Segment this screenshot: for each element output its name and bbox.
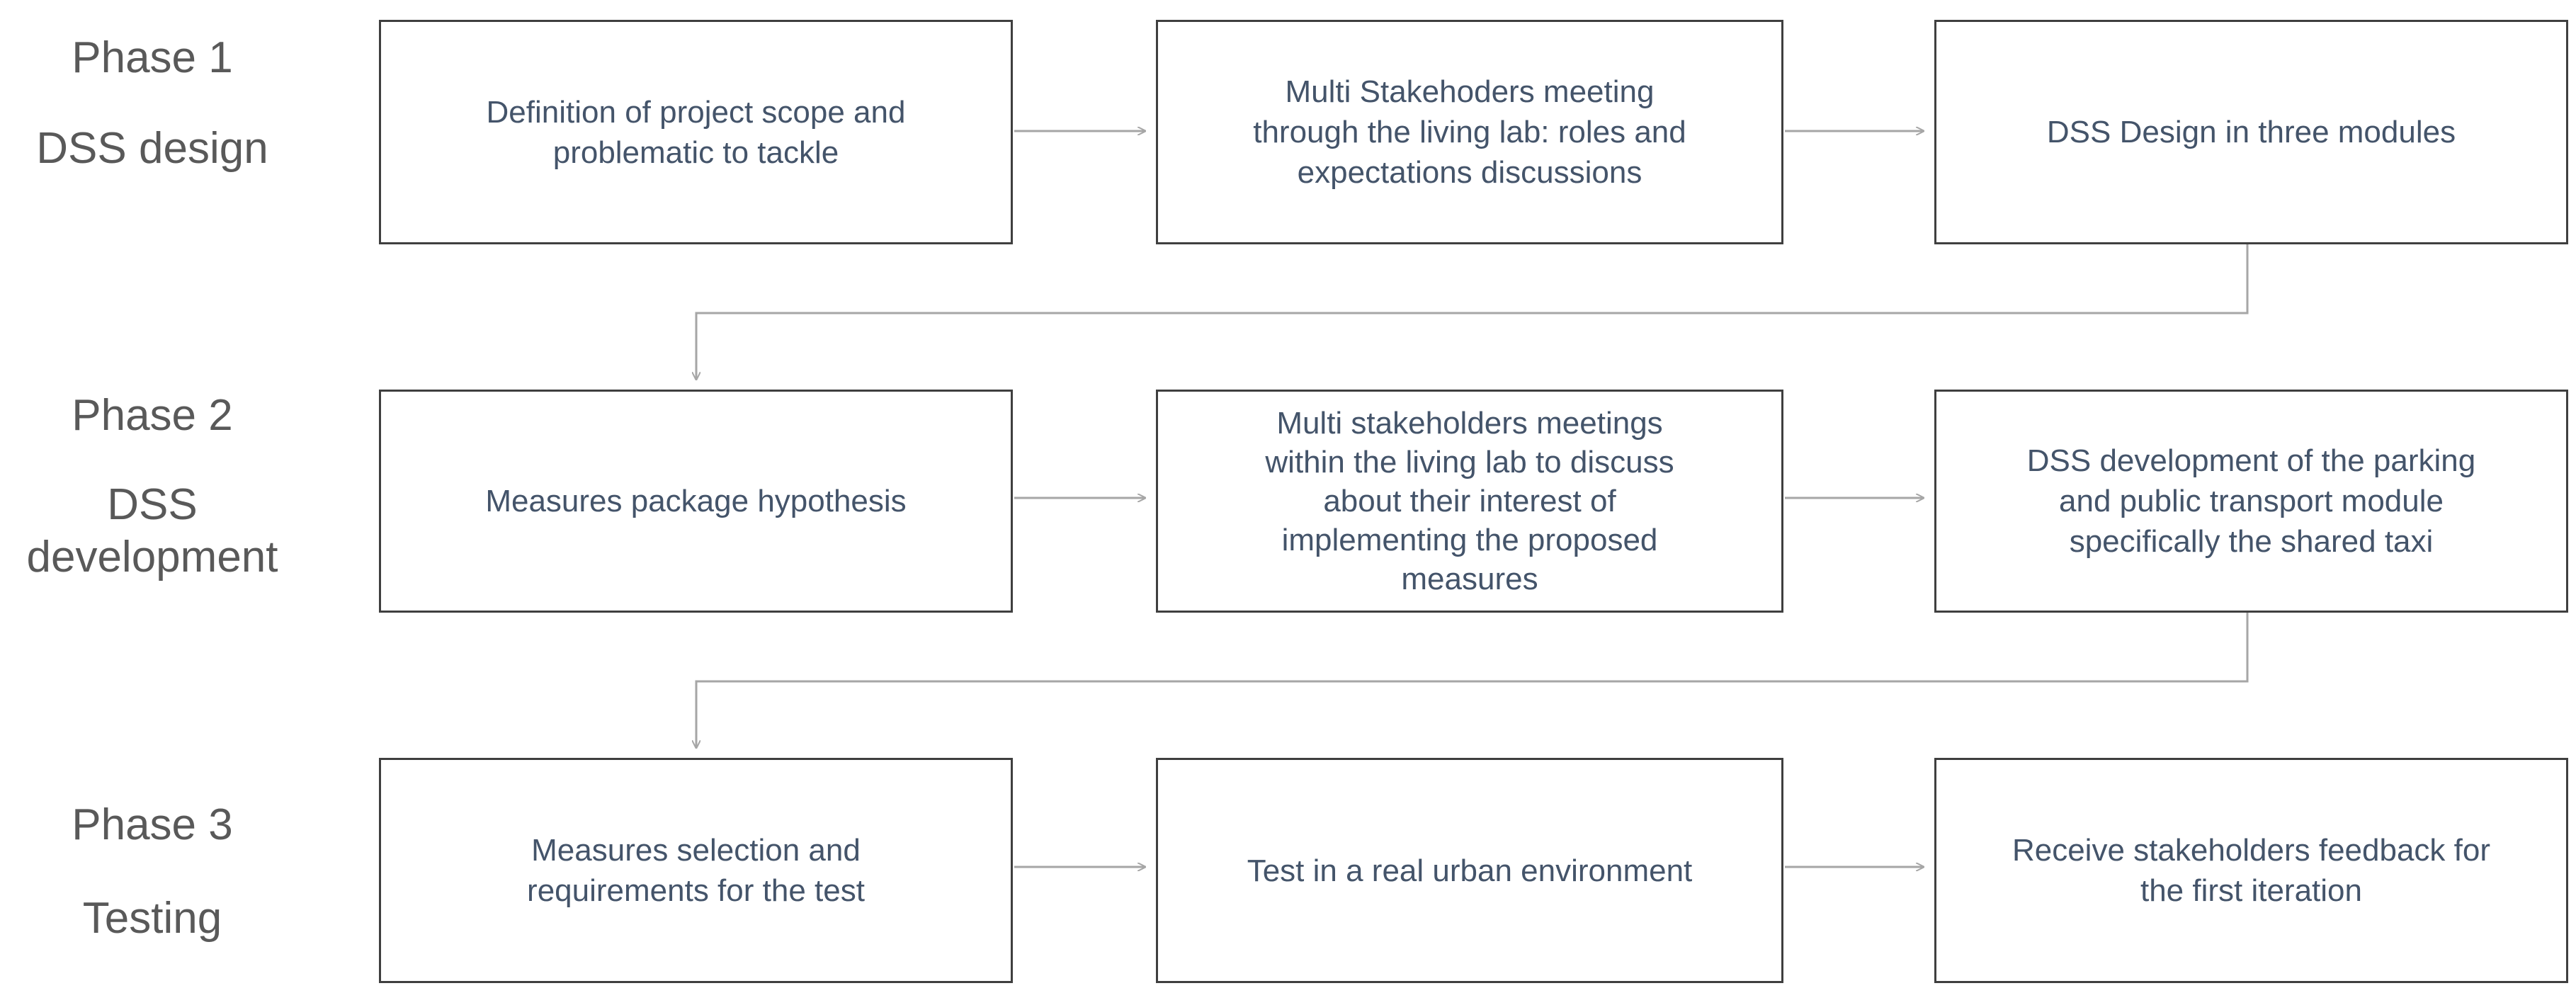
arrow-phase1-to-phase2 xyxy=(696,244,2249,380)
phase-3-step-3-box: Receive stakeholders feedback for the fi… xyxy=(1934,758,2568,983)
phase-2-step-3-box: DSS development of the parking and publi… xyxy=(1934,390,2568,613)
arrow-phase2-to-phase3 xyxy=(696,613,2249,748)
phase-1-step-1-text: Definition of project scope and problema… xyxy=(486,94,906,170)
phase-1-step-2-text: Multi Stakehoders meeting through the li… xyxy=(1253,74,1686,190)
phase-3-step-2-box: Test in a real urban environment xyxy=(1156,758,1783,983)
phase-1-step-1-box: Definition of project scope and problema… xyxy=(379,20,1013,244)
phase-2-step-1-box: Measures package hypothesis xyxy=(379,390,1013,613)
phase-3-step-1-text: Measures selection and requirements for … xyxy=(527,833,865,908)
phase-1-name: DSS design xyxy=(36,124,268,173)
phase-3-title: Phase 3 xyxy=(72,800,233,849)
phase-3-step-3-text: Receive stakeholders feedback for the fi… xyxy=(2012,833,2491,908)
phase-2-title: Phase 2 xyxy=(72,391,233,440)
phase-2-step-3-text: DSS development of the parking and publi… xyxy=(2026,443,2476,559)
phase-3-step-1-box: Measures selection and requirements for … xyxy=(379,758,1013,983)
phase-1-step-3-box: DSS Design in three modules xyxy=(1934,20,2568,244)
phase-2-step-2-box: Multi stakeholders meetings within the l… xyxy=(1156,390,1783,613)
phase-3-name: Testing xyxy=(82,894,222,943)
phase-2-step-1-text: Measures package hypothesis xyxy=(485,484,907,518)
phase-1-title: Phase 1 xyxy=(72,33,233,82)
phase-1-step-2-box: Multi Stakehoders meeting through the li… xyxy=(1156,20,1783,244)
phase-2-name: DSS development xyxy=(26,480,278,581)
phase-1-step-3-text: DSS Design in three modules xyxy=(2046,115,2456,149)
phase-2-step-2-text: Multi stakeholders meetings within the l… xyxy=(1265,406,1674,596)
phase-3-step-2-text: Test in a real urban environment xyxy=(1247,853,1693,888)
